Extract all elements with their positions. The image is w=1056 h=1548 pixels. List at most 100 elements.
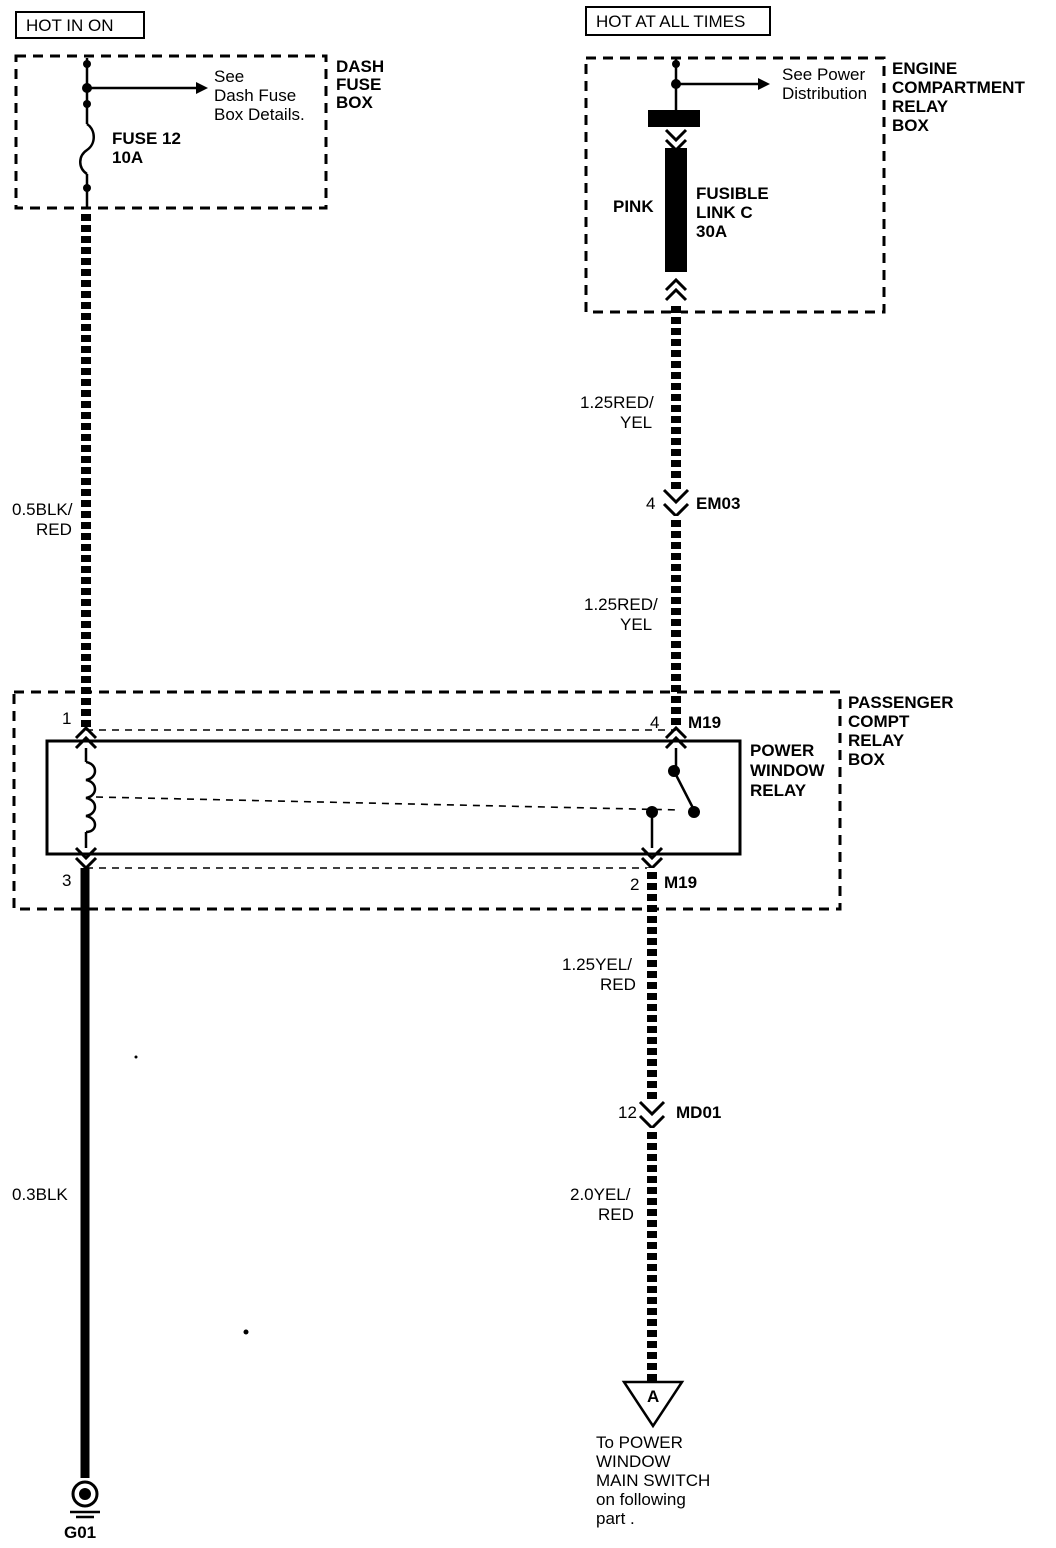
connector-md01-icon [638,1100,666,1131]
ground-g01-dot [79,1488,91,1500]
to-power-window-note: To POWER WINDOW MAIN SWITCH on following… [596,1433,710,1528]
svg-text:FUSE 12: FUSE 12 [112,129,181,148]
svg-text:BOX: BOX [336,93,374,112]
svg-text:RED: RED [600,975,636,994]
svg-text:part .: part . [596,1509,635,1528]
svg-text:YEL: YEL [620,413,652,432]
dash-fuse-box-label: DASH FUSE BOX [336,57,384,112]
wire-0-3blk-label: 0.3BLK [12,1185,68,1204]
m19-top-label: M19 [688,713,721,732]
engine-relay-box-outline [584,56,886,314]
svg-text:DASH: DASH [336,57,384,76]
passenger-relay-box-label: PASSENGER COMPT RELAY BOX [848,693,954,769]
wire-1-25yel-red-label: 1.25YEL/ RED [562,955,636,994]
power-window-relay-outline [45,739,742,856]
svg-text:1.25RED/: 1.25RED/ [584,595,658,614]
svg-text:POWER: POWER [750,741,814,760]
svg-text:Box Details.: Box Details. [214,105,305,124]
svg-text:BOX: BOX [848,750,886,769]
svg-text:WINDOW: WINDOW [750,761,826,780]
see-dash-arrow-head [196,82,208,94]
relay-pin-2-terminal [640,846,664,871]
svg-text:30A: 30A [696,222,727,241]
engine-relay-box-label: ENGINE COMPARTMENT RELAY BOX [892,59,1025,135]
fusible-link-bottom-connector [664,277,688,302]
switch-contact-open [688,806,700,818]
speck-2 [243,1329,249,1335]
svg-text:FUSE: FUSE [336,75,381,94]
svg-text:MAIN SWITCH: MAIN SWITCH [596,1471,710,1490]
pin-4-label: 4 [650,713,659,732]
speck-1 [134,1055,138,1059]
hot-in-on-box [15,11,145,39]
dash-fuse-box-outline [14,54,328,210]
fusible-link-top-connector [664,128,688,153]
fuse-bus-node-top [83,60,91,68]
see-dash-note: See Dash Fuse Box Details. [214,67,305,124]
wire-2-0yel-red-label: 2.0YEL/ RED [570,1185,634,1224]
see-power-arrow-head [758,78,770,90]
pink-label: PINK [613,197,654,216]
offpage-connector-a-icon [621,1380,685,1429]
see-power-note: See Power Distribution [782,65,867,103]
pin-3-label: 3 [62,871,71,890]
connector-em03-label: EM03 [696,494,740,513]
svg-text:RELAY: RELAY [892,97,949,116]
pin-2-label: 2 [630,875,639,894]
svg-text:RED: RED [36,520,72,539]
hot-all-times-label: HOT AT ALL TIMES [596,12,745,31]
wire-0-5blk-red-label: 0.5BLK/ RED [12,500,73,539]
svg-text:YEL: YEL [620,615,652,634]
svg-text:WINDOW: WINDOW [596,1452,671,1471]
pin-1-label: 1 [62,709,71,728]
svg-text:Distribution: Distribution [782,84,867,103]
connector-md01-pin: 12 [618,1103,637,1122]
passenger-relay-box-outline [12,690,842,911]
fuse-12-icon [79,122,95,176]
svg-text:PASSENGER: PASSENGER [848,693,954,712]
relay-switch-arm [672,770,696,811]
svg-text:See: See [214,67,244,86]
relay-pin-1-terminal [74,725,98,750]
fusible-link-label: FUSIBLE LINK C 30A [696,184,769,241]
svg-text:on following: on following [596,1490,686,1509]
connector-md01-label: MD01 [676,1103,721,1122]
svg-text:To POWER: To POWER [596,1433,683,1452]
ground-g01-icon [71,1480,99,1508]
svg-text:COMPARTMENT: COMPARTMENT [892,78,1025,97]
svg-text:0.5BLK/: 0.5BLK/ [12,500,73,519]
fuse-node-lower [83,184,91,192]
fusible-link-terminal [648,110,700,127]
fuse-node-upper [83,100,91,108]
engine-bus-node-top [672,60,680,68]
connector-em03-icon [662,488,690,519]
svg-text:ENGINE: ENGINE [892,59,957,78]
svg-text:BOX: BOX [892,116,930,135]
wire-1-25red-yel-lower-label: 1.25RED/ YEL [584,595,658,634]
relay-pin-3-terminal [74,846,98,871]
hot-all-times-box [585,6,771,36]
svg-text:COMPT: COMPT [848,712,910,731]
svg-text:See Power: See Power [782,65,865,84]
m19-bottom-label: M19 [664,873,697,892]
svg-text:FUSIBLE: FUSIBLE [696,184,769,203]
svg-text:RELAY: RELAY [750,781,807,800]
fusible-link-c-icon [665,148,687,272]
svg-text:RED: RED [598,1205,634,1224]
svg-text:1.25RED/: 1.25RED/ [580,393,654,412]
relay-pin-4-terminal [664,725,688,750]
offpage-connector-a-label: A [647,1387,659,1406]
svg-text:10A: 10A [112,148,143,167]
hot-in-on-label: HOT IN ON [26,16,114,35]
ground-g01-label: G01 [64,1523,96,1542]
svg-text:2.0YEL/: 2.0YEL/ [570,1185,631,1204]
fuse-12-label: FUSE 12 10A [112,129,181,167]
coil-to-switch-dashed [95,796,681,811]
svg-text:RELAY: RELAY [848,731,905,750]
svg-text:Dash Fuse: Dash Fuse [214,86,296,105]
connector-em03-pin: 4 [646,494,655,513]
svg-text:LINK C: LINK C [696,203,753,222]
wire-1-25red-yel-upper-label: 1.25RED/ YEL [580,393,654,432]
power-window-relay-label: POWER WINDOW RELAY [750,741,826,800]
